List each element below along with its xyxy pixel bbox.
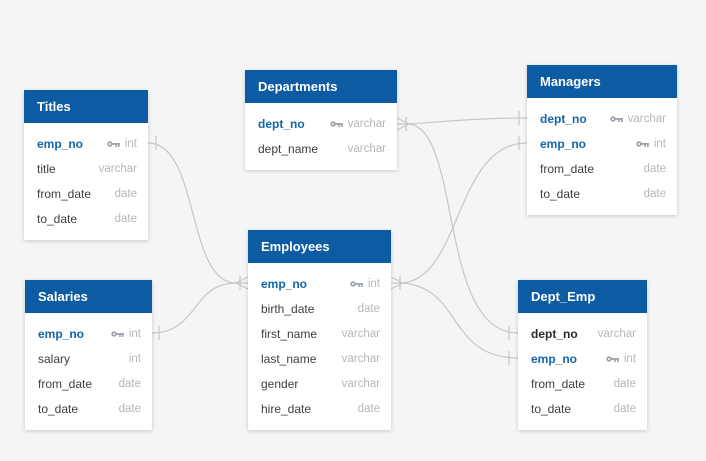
table-row[interactable]: emp_no int — [248, 271, 391, 296]
field-name: emp_no — [540, 136, 587, 151]
table-employees[interactable]: Employees emp_no int birth_date date fir… — [248, 230, 391, 430]
field-type: int — [623, 352, 636, 365]
field-name: to_date — [38, 401, 79, 416]
field-type: date — [118, 402, 141, 415]
table-row[interactable]: emp_no int — [518, 346, 647, 371]
table-departments-header[interactable]: Departments — [245, 70, 397, 103]
table-row[interactable]: to_date date — [25, 396, 152, 421]
key-icon — [111, 330, 124, 338]
field-type: int — [653, 137, 666, 150]
table-row[interactable]: from_date date — [24, 181, 148, 206]
field-name: from_date — [540, 161, 595, 176]
table-row[interactable]: first_name varchar — [248, 321, 391, 346]
table-row[interactable]: birth_date date — [248, 296, 391, 321]
field-name: salary — [38, 351, 71, 366]
field-name: from_date — [38, 376, 93, 391]
table-titles[interactable]: Titles emp_no int title varchar from_dat… — [24, 90, 148, 240]
table-row[interactable]: to_date date — [518, 396, 647, 421]
table-dept-emp-header[interactable]: Dept_Emp — [518, 280, 647, 313]
field-name: emp_no — [531, 351, 578, 366]
field-name: dept_name — [258, 141, 319, 156]
table-departments[interactable]: Departments dept_no varchar dept_name va… — [245, 70, 397, 170]
field-name: title — [37, 161, 56, 176]
field-name: to_date — [37, 211, 78, 226]
table-row[interactable]: from_date date — [527, 156, 677, 181]
relationship-employees-deptemp — [402, 282, 519, 359]
field-name: gender — [261, 376, 299, 391]
field-type: date — [114, 187, 137, 200]
field-name: emp_no — [37, 136, 84, 151]
field-name: from_date — [531, 376, 586, 391]
field-name: emp_no — [261, 276, 308, 291]
key-icon — [107, 140, 120, 148]
field-type: varchar — [347, 117, 386, 130]
field-type: varchar — [98, 162, 137, 175]
table-row[interactable]: salary int — [25, 346, 152, 371]
table-row[interactable]: emp_no int — [24, 131, 148, 156]
field-name: emp_no — [38, 326, 85, 341]
field-name: to_date — [531, 401, 572, 416]
field-type: varchar — [347, 142, 386, 155]
table-salaries[interactable]: Salaries emp_no int salary int from_date… — [25, 280, 152, 430]
field-type: date — [643, 187, 666, 200]
field-type: varchar — [341, 327, 380, 340]
field-name: to_date — [540, 186, 581, 201]
field-type: int — [128, 352, 141, 365]
table-row[interactable]: hire_date date — [248, 396, 391, 421]
key-icon — [606, 355, 619, 363]
field-name: dept_no — [540, 111, 587, 126]
key-icon — [636, 140, 649, 148]
relationship-titles-employees — [147, 142, 237, 284]
key-icon — [609, 115, 623, 123]
table-row[interactable]: from_date date — [518, 371, 647, 396]
field-type: int — [128, 327, 141, 340]
field-type: varchar — [627, 112, 666, 125]
field-name: birth_date — [261, 301, 315, 316]
field-type: date — [613, 402, 636, 415]
field-type: date — [357, 302, 380, 315]
field-name: dept_no — [531, 326, 578, 341]
field-type: varchar — [597, 327, 636, 340]
table-managers[interactable]: Managers dept_no varchar emp_no int from… — [527, 65, 677, 215]
relationship-employees-managers — [402, 142, 528, 284]
table-row[interactable]: last_name varchar — [248, 346, 391, 371]
field-type: varchar — [341, 352, 380, 365]
relationship-departments-managers — [408, 117, 528, 125]
field-type: date — [114, 212, 137, 225]
table-row[interactable]: to_date date — [527, 181, 677, 206]
table-managers-header[interactable]: Managers — [527, 65, 677, 98]
field-type: date — [643, 162, 666, 175]
table-titles-header[interactable]: Titles — [24, 90, 148, 123]
field-type: date — [118, 377, 141, 390]
table-row[interactable]: from_date date — [25, 371, 152, 396]
table-row[interactable]: dept_name varchar — [245, 136, 397, 161]
field-name: first_name — [261, 326, 318, 341]
table-row[interactable]: gender varchar — [248, 371, 391, 396]
relationship-departments-deptemp — [408, 123, 519, 334]
key-icon — [329, 120, 343, 128]
table-dept-emp[interactable]: Dept_Emp dept_no varchar emp_no int from… — [518, 280, 647, 430]
table-row[interactable]: dept_no varchar — [518, 321, 647, 346]
field-name: from_date — [37, 186, 92, 201]
field-type: date — [357, 402, 380, 415]
field-name: dept_no — [258, 116, 305, 131]
table-row[interactable]: title varchar — [24, 156, 148, 181]
table-row[interactable]: emp_no int — [527, 131, 677, 156]
field-type: date — [613, 377, 636, 390]
field-name: last_name — [261, 351, 317, 366]
relationship-salaries-employees — [151, 282, 237, 334]
table-employees-header[interactable]: Employees — [248, 230, 391, 263]
table-row[interactable]: emp_no int — [25, 321, 152, 346]
field-type: int — [124, 137, 137, 150]
field-type: varchar — [341, 377, 380, 390]
table-row[interactable]: dept_no varchar — [527, 106, 677, 131]
table-salaries-header[interactable]: Salaries — [25, 280, 152, 313]
table-row[interactable]: to_date date — [24, 206, 148, 231]
table-row[interactable]: dept_no varchar — [245, 111, 397, 136]
field-type: int — [367, 277, 380, 290]
field-name: hire_date — [261, 401, 312, 416]
key-icon — [350, 280, 363, 288]
